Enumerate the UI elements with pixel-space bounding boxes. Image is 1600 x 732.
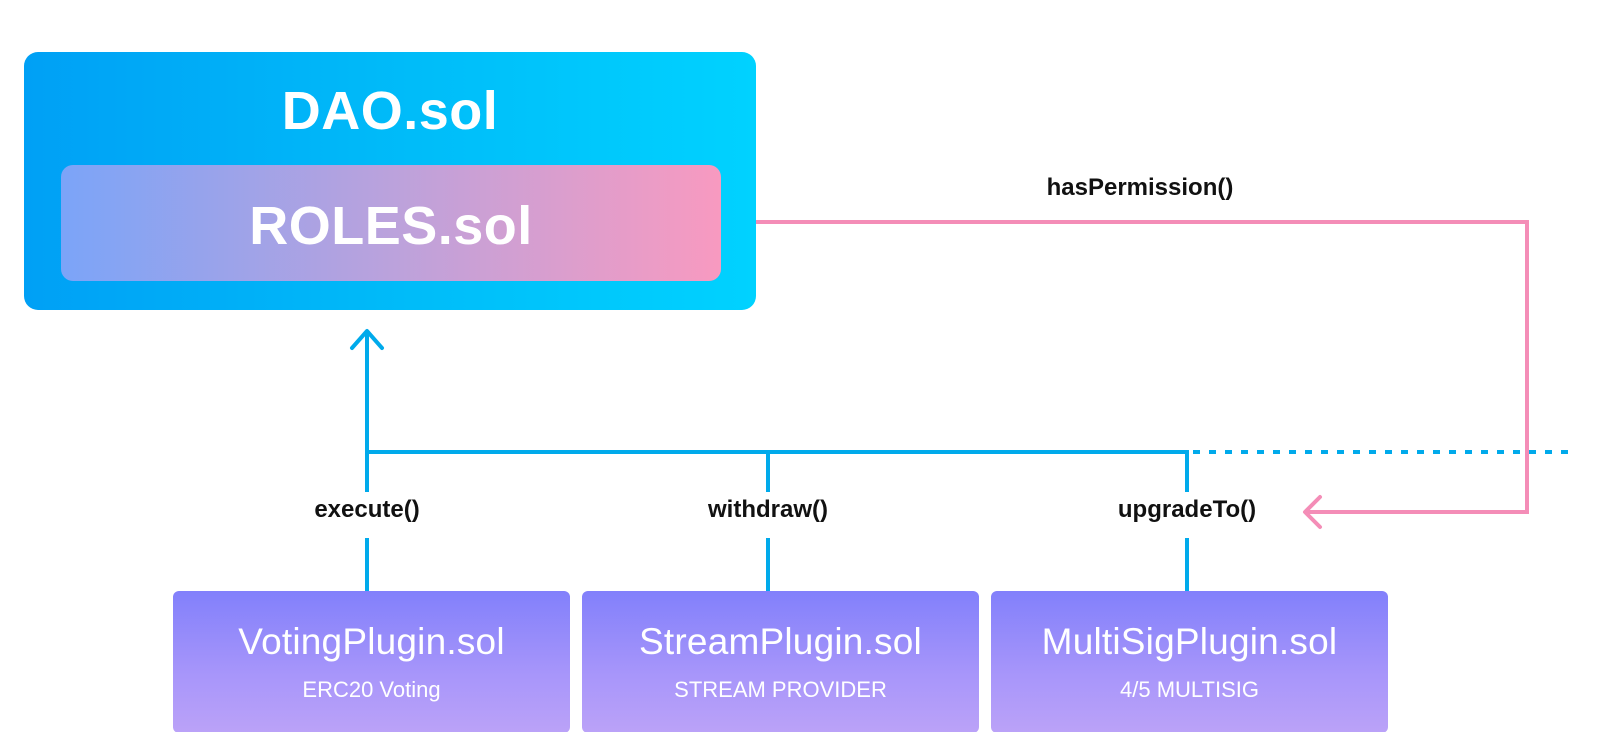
arrow-head-to-dao bbox=[350, 329, 384, 350]
multisig-plugin-box: MultiSigPlugin.sol 4/5 MULTISIG bbox=[991, 591, 1388, 732]
upgrade-call-label: upgradeTo() bbox=[1092, 496, 1282, 524]
execute-call-label: execute() bbox=[287, 496, 447, 524]
multisig-plugin-description: 4/5 MULTISIG bbox=[1120, 677, 1259, 702]
roles-contract-box: ROLES.sol bbox=[61, 165, 721, 281]
permission-arrow-head bbox=[1303, 495, 1322, 529]
roles-title: ROLES.sol bbox=[249, 196, 533, 256]
dao-title: DAO.sol bbox=[281, 81, 499, 141]
multisig-plugin-name: MultiSigPlugin.sol bbox=[1041, 621, 1338, 662]
voting-plugin-box: VotingPlugin.sol ERC20 Voting bbox=[173, 591, 570, 732]
stream-plugin-description: STREAM PROVIDER bbox=[674, 677, 887, 702]
voting-plugin-name: VotingPlugin.sol bbox=[238, 621, 505, 662]
voting-plugin-description: ERC20 Voting bbox=[302, 677, 441, 702]
has-permission-label: hasPermission() bbox=[1046, 174, 1234, 201]
stream-plugin-box: StreamPlugin.sol STREAM PROVIDER bbox=[582, 591, 979, 732]
dao-contract-box: DAO.sol ROLES.sol bbox=[24, 52, 756, 310]
withdraw-call-label: withdraw() bbox=[683, 496, 853, 524]
permission-line bbox=[722, 220, 1529, 514]
stream-plugin-name: StreamPlugin.sol bbox=[639, 621, 922, 662]
